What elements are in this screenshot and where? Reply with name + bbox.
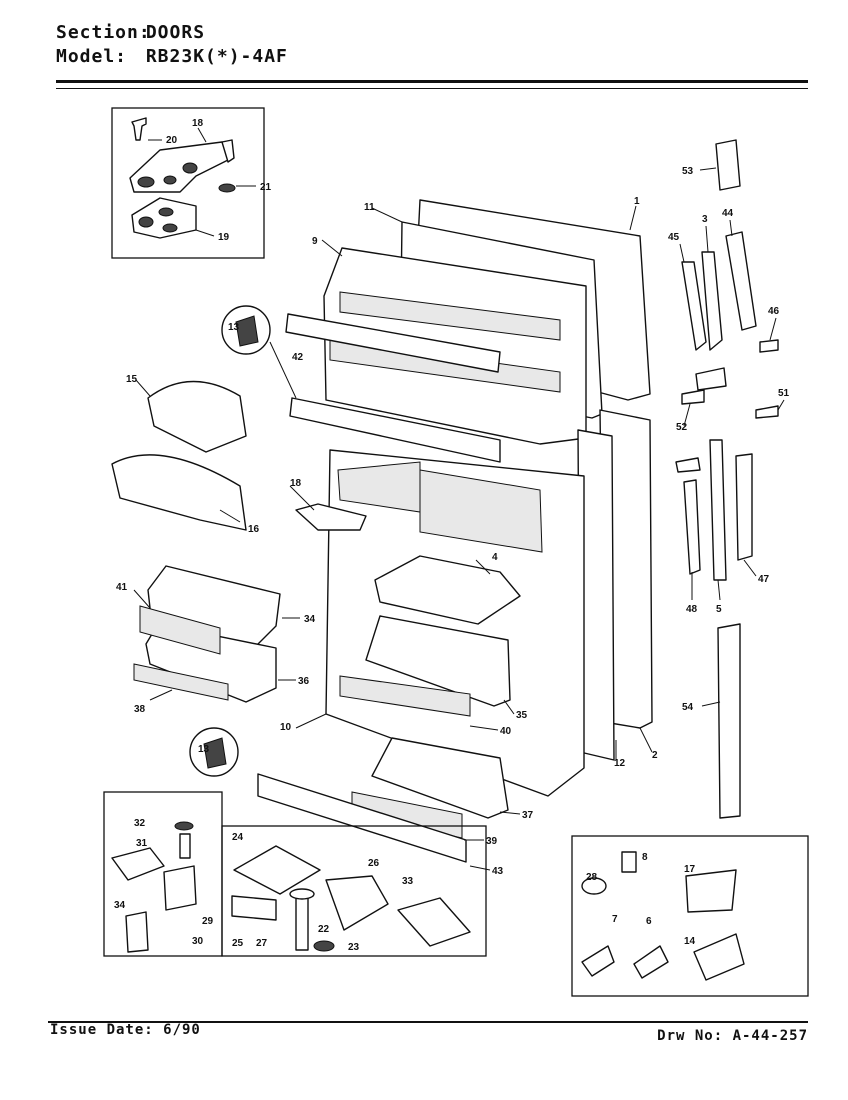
callout-36: 34	[304, 614, 316, 625]
callout-34: 33	[402, 876, 414, 887]
header-rule-thin	[56, 88, 808, 89]
section-value: DOORS	[145, 22, 206, 43]
model-label: Model:	[56, 46, 128, 67]
callout-2: 2	[652, 750, 658, 761]
callout-14: 14	[684, 936, 696, 947]
part-13-magnifiers	[189, 305, 271, 777]
callout-4: 4	[492, 552, 498, 563]
callout-40: 38	[134, 704, 146, 715]
callout-1: 1	[634, 196, 640, 207]
callout-25: 24	[232, 832, 244, 843]
callout-12: 12	[614, 758, 626, 769]
callout-5: 5	[716, 604, 722, 615]
callout-24: 23	[348, 942, 360, 953]
model-value: RB23K(*)-4AF	[145, 46, 288, 67]
section-header: Section: DOORS	[56, 22, 205, 43]
callout-8: 8	[642, 852, 648, 863]
callout-16: 16	[248, 524, 260, 535]
callout-50: 48	[686, 604, 698, 615]
callout-43: 41	[116, 582, 128, 593]
callout-39: 37	[522, 810, 534, 821]
callout-17: 17	[684, 864, 696, 875]
callout-46: 44	[722, 208, 734, 219]
callout-41: 39	[486, 836, 498, 847]
callout-21: 20	[166, 135, 178, 146]
callout-37: 35	[516, 710, 528, 721]
callout-19: 18	[192, 118, 204, 129]
header-rule	[56, 80, 808, 83]
callout-11: 11	[364, 202, 375, 213]
bottom-hinge-inset	[103, 791, 223, 957]
model-header: Model: RB23K(*)-4AF	[56, 46, 288, 67]
callout-7: 7	[612, 914, 618, 925]
drawing-number: Drw No: A-44-257	[657, 1028, 808, 1044]
footer-rule	[48, 1021, 808, 1023]
callout-44: 42	[292, 352, 304, 363]
callout-6: 6	[646, 916, 652, 927]
callout-23: 22	[318, 924, 330, 935]
fresh-food-door	[325, 409, 653, 839]
callout-51: 51	[778, 388, 790, 399]
callout-38: 36	[298, 676, 310, 687]
callout-13b: 13	[198, 744, 210, 755]
callout-30: 29	[202, 916, 214, 927]
callout-22: 21	[260, 182, 272, 193]
callout-18: 18	[290, 478, 302, 489]
leader-lines	[133, 127, 785, 871]
callout-35: 34	[114, 900, 126, 911]
callout-3: 3	[702, 214, 708, 225]
callout-labels: 20 18 21 19 11 9 1 13 42 15 16 18 4 41 3…	[114, 118, 790, 953]
section-label: Section:	[56, 22, 151, 43]
callout-31: 30	[192, 936, 204, 947]
callout-53: 53	[682, 166, 694, 177]
callout-45: 43	[492, 866, 504, 877]
callout-42: 40	[500, 726, 512, 737]
callout-52: 52	[676, 422, 688, 433]
issue-date: Issue Date: 6/90	[50, 1022, 201, 1038]
callout-26: 25	[232, 938, 244, 949]
callout-13a: 13	[228, 322, 240, 333]
callout-48: 46	[768, 306, 780, 317]
left-parts	[111, 380, 467, 863]
bottom-parts-inset	[221, 825, 487, 957]
callout-20: 19	[218, 232, 230, 243]
callout-27: 26	[368, 858, 380, 869]
callout-32: 31	[136, 838, 148, 849]
callout-15: 15	[126, 374, 138, 385]
callout-33: 32	[134, 818, 146, 829]
callout-49: 47	[758, 574, 770, 585]
callout-54: 54	[682, 702, 694, 713]
callout-47: 45	[668, 232, 680, 243]
small-parts-inset	[571, 835, 809, 997]
callout-28: 27	[256, 938, 268, 949]
freezer-door	[285, 199, 651, 463]
callout-10: 10	[280, 722, 292, 733]
callout-29: 28	[586, 872, 598, 883]
top-hinge-inset	[111, 107, 265, 259]
callout-9: 9	[312, 236, 318, 247]
right-hinge-parts	[675, 139, 779, 819]
